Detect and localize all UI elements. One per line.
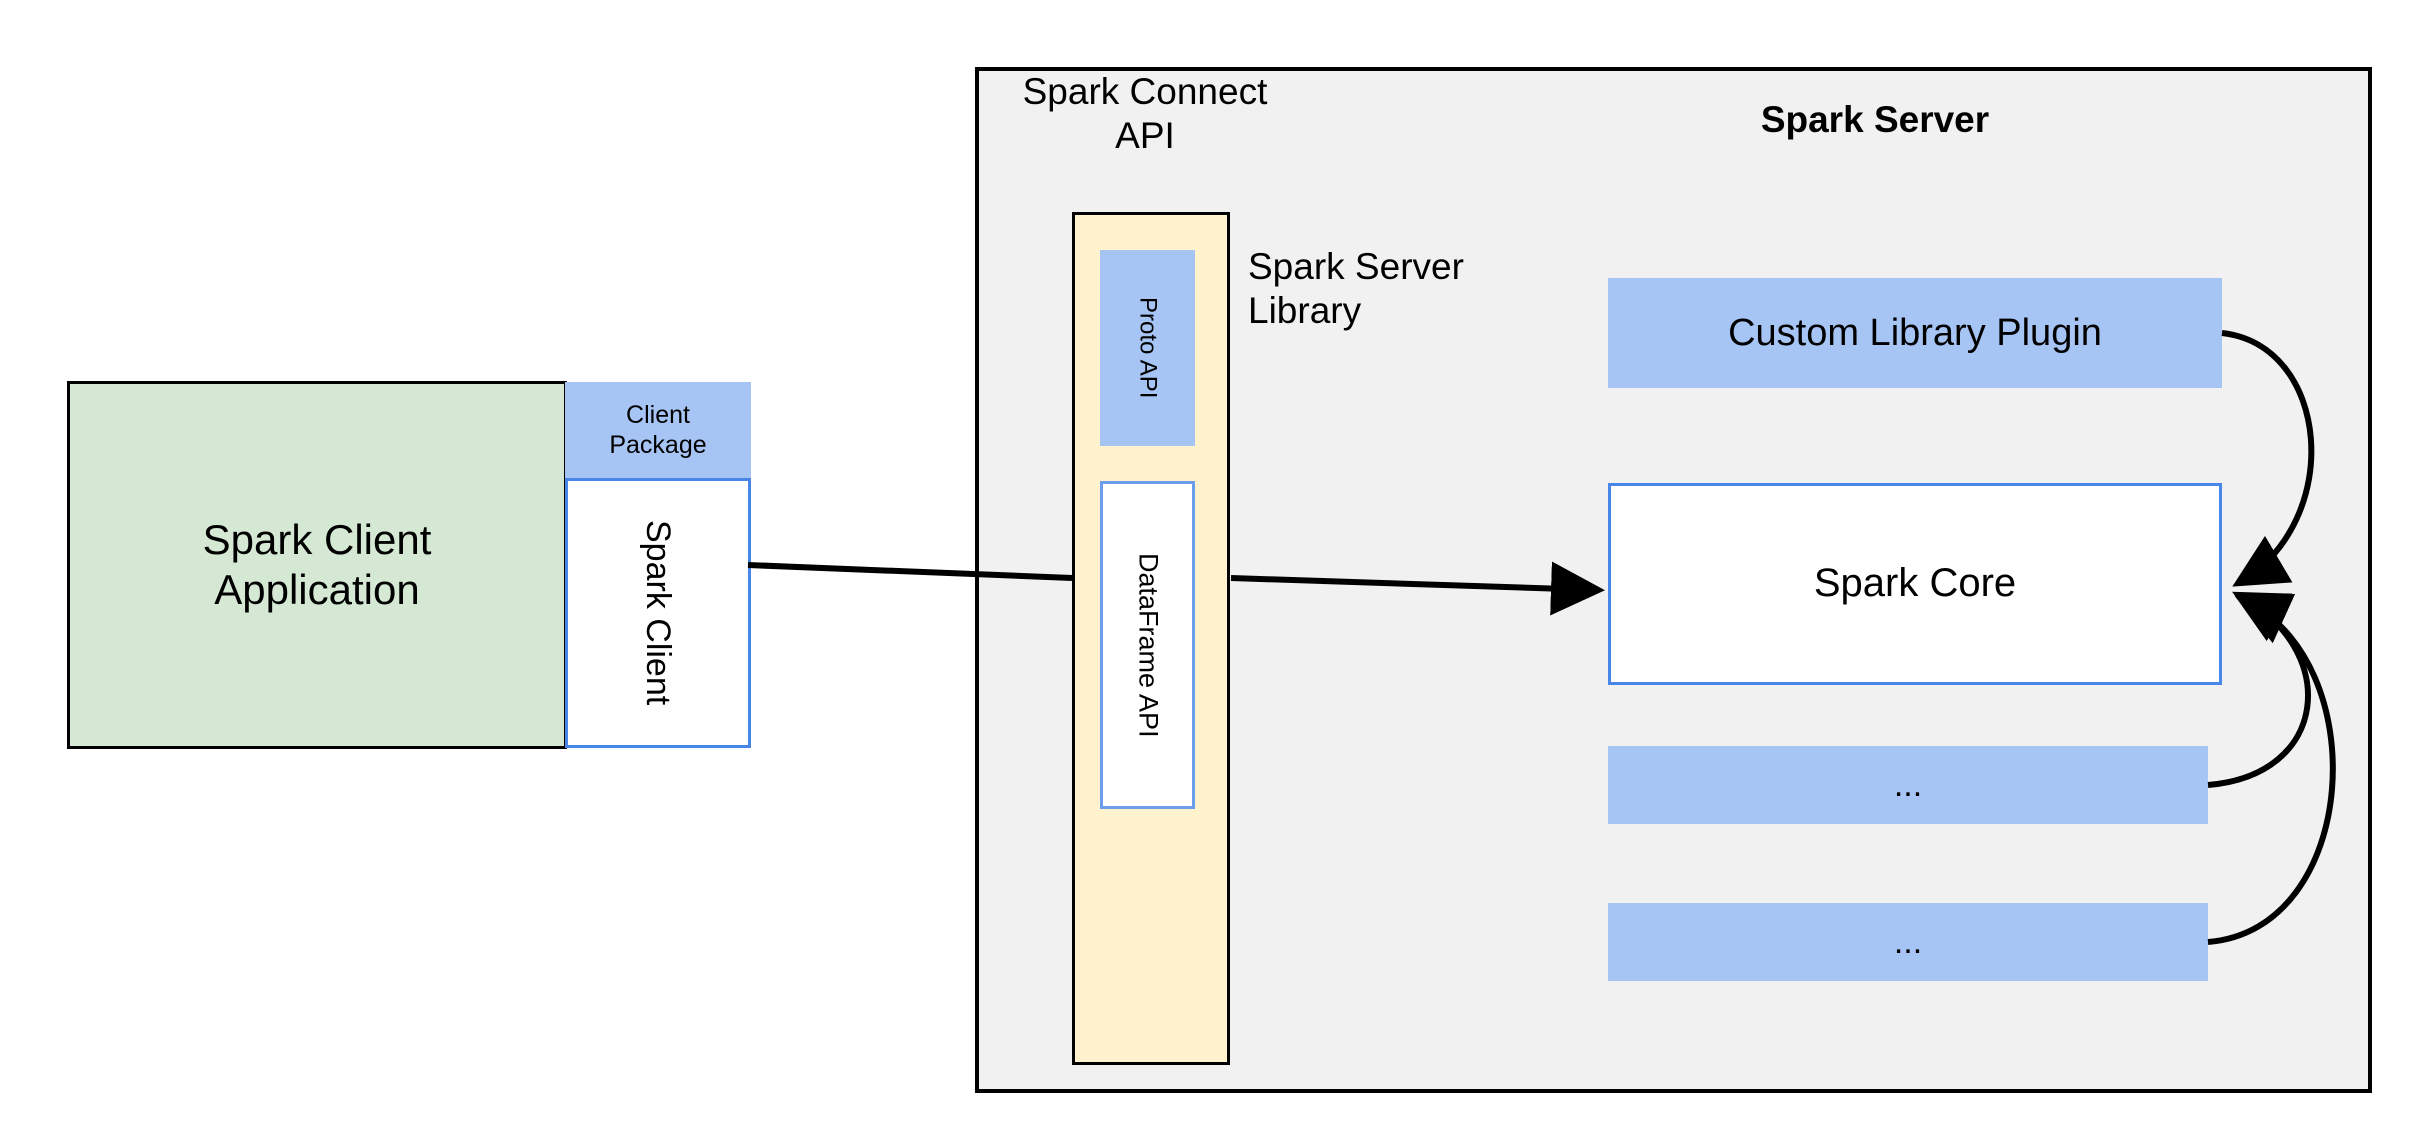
ellipsis-label-2: ... bbox=[1893, 922, 1923, 961]
ellipsis-label-1: ... bbox=[1893, 765, 1923, 804]
custom-library-plugin-box[interactable]: Custom Library Plugin bbox=[1608, 278, 2222, 388]
spark-core-box[interactable]: Spark Core bbox=[1608, 483, 2222, 685]
ellipsis-box-1[interactable]: ... bbox=[1608, 746, 2208, 824]
proto-api-box[interactable]: Proto API bbox=[1100, 250, 1195, 446]
dataframe-api-box[interactable]: DataFrame API bbox=[1100, 481, 1195, 809]
proto-api-label: Proto API bbox=[1134, 297, 1162, 399]
custom-library-plugin-label: Custom Library Plugin bbox=[1728, 311, 2102, 354]
ellipsis-box-2[interactable]: ... bbox=[1608, 903, 2208, 981]
spark-client-box[interactable]: Spark Client bbox=[565, 478, 751, 748]
spark-core-label: Spark Core bbox=[1813, 561, 2017, 606]
dataframe-api-label: DataFrame API bbox=[1133, 552, 1164, 738]
spark-server-title: Spark Server bbox=[1760, 99, 1990, 140]
spark-client-label: Spark Client bbox=[639, 520, 678, 706]
